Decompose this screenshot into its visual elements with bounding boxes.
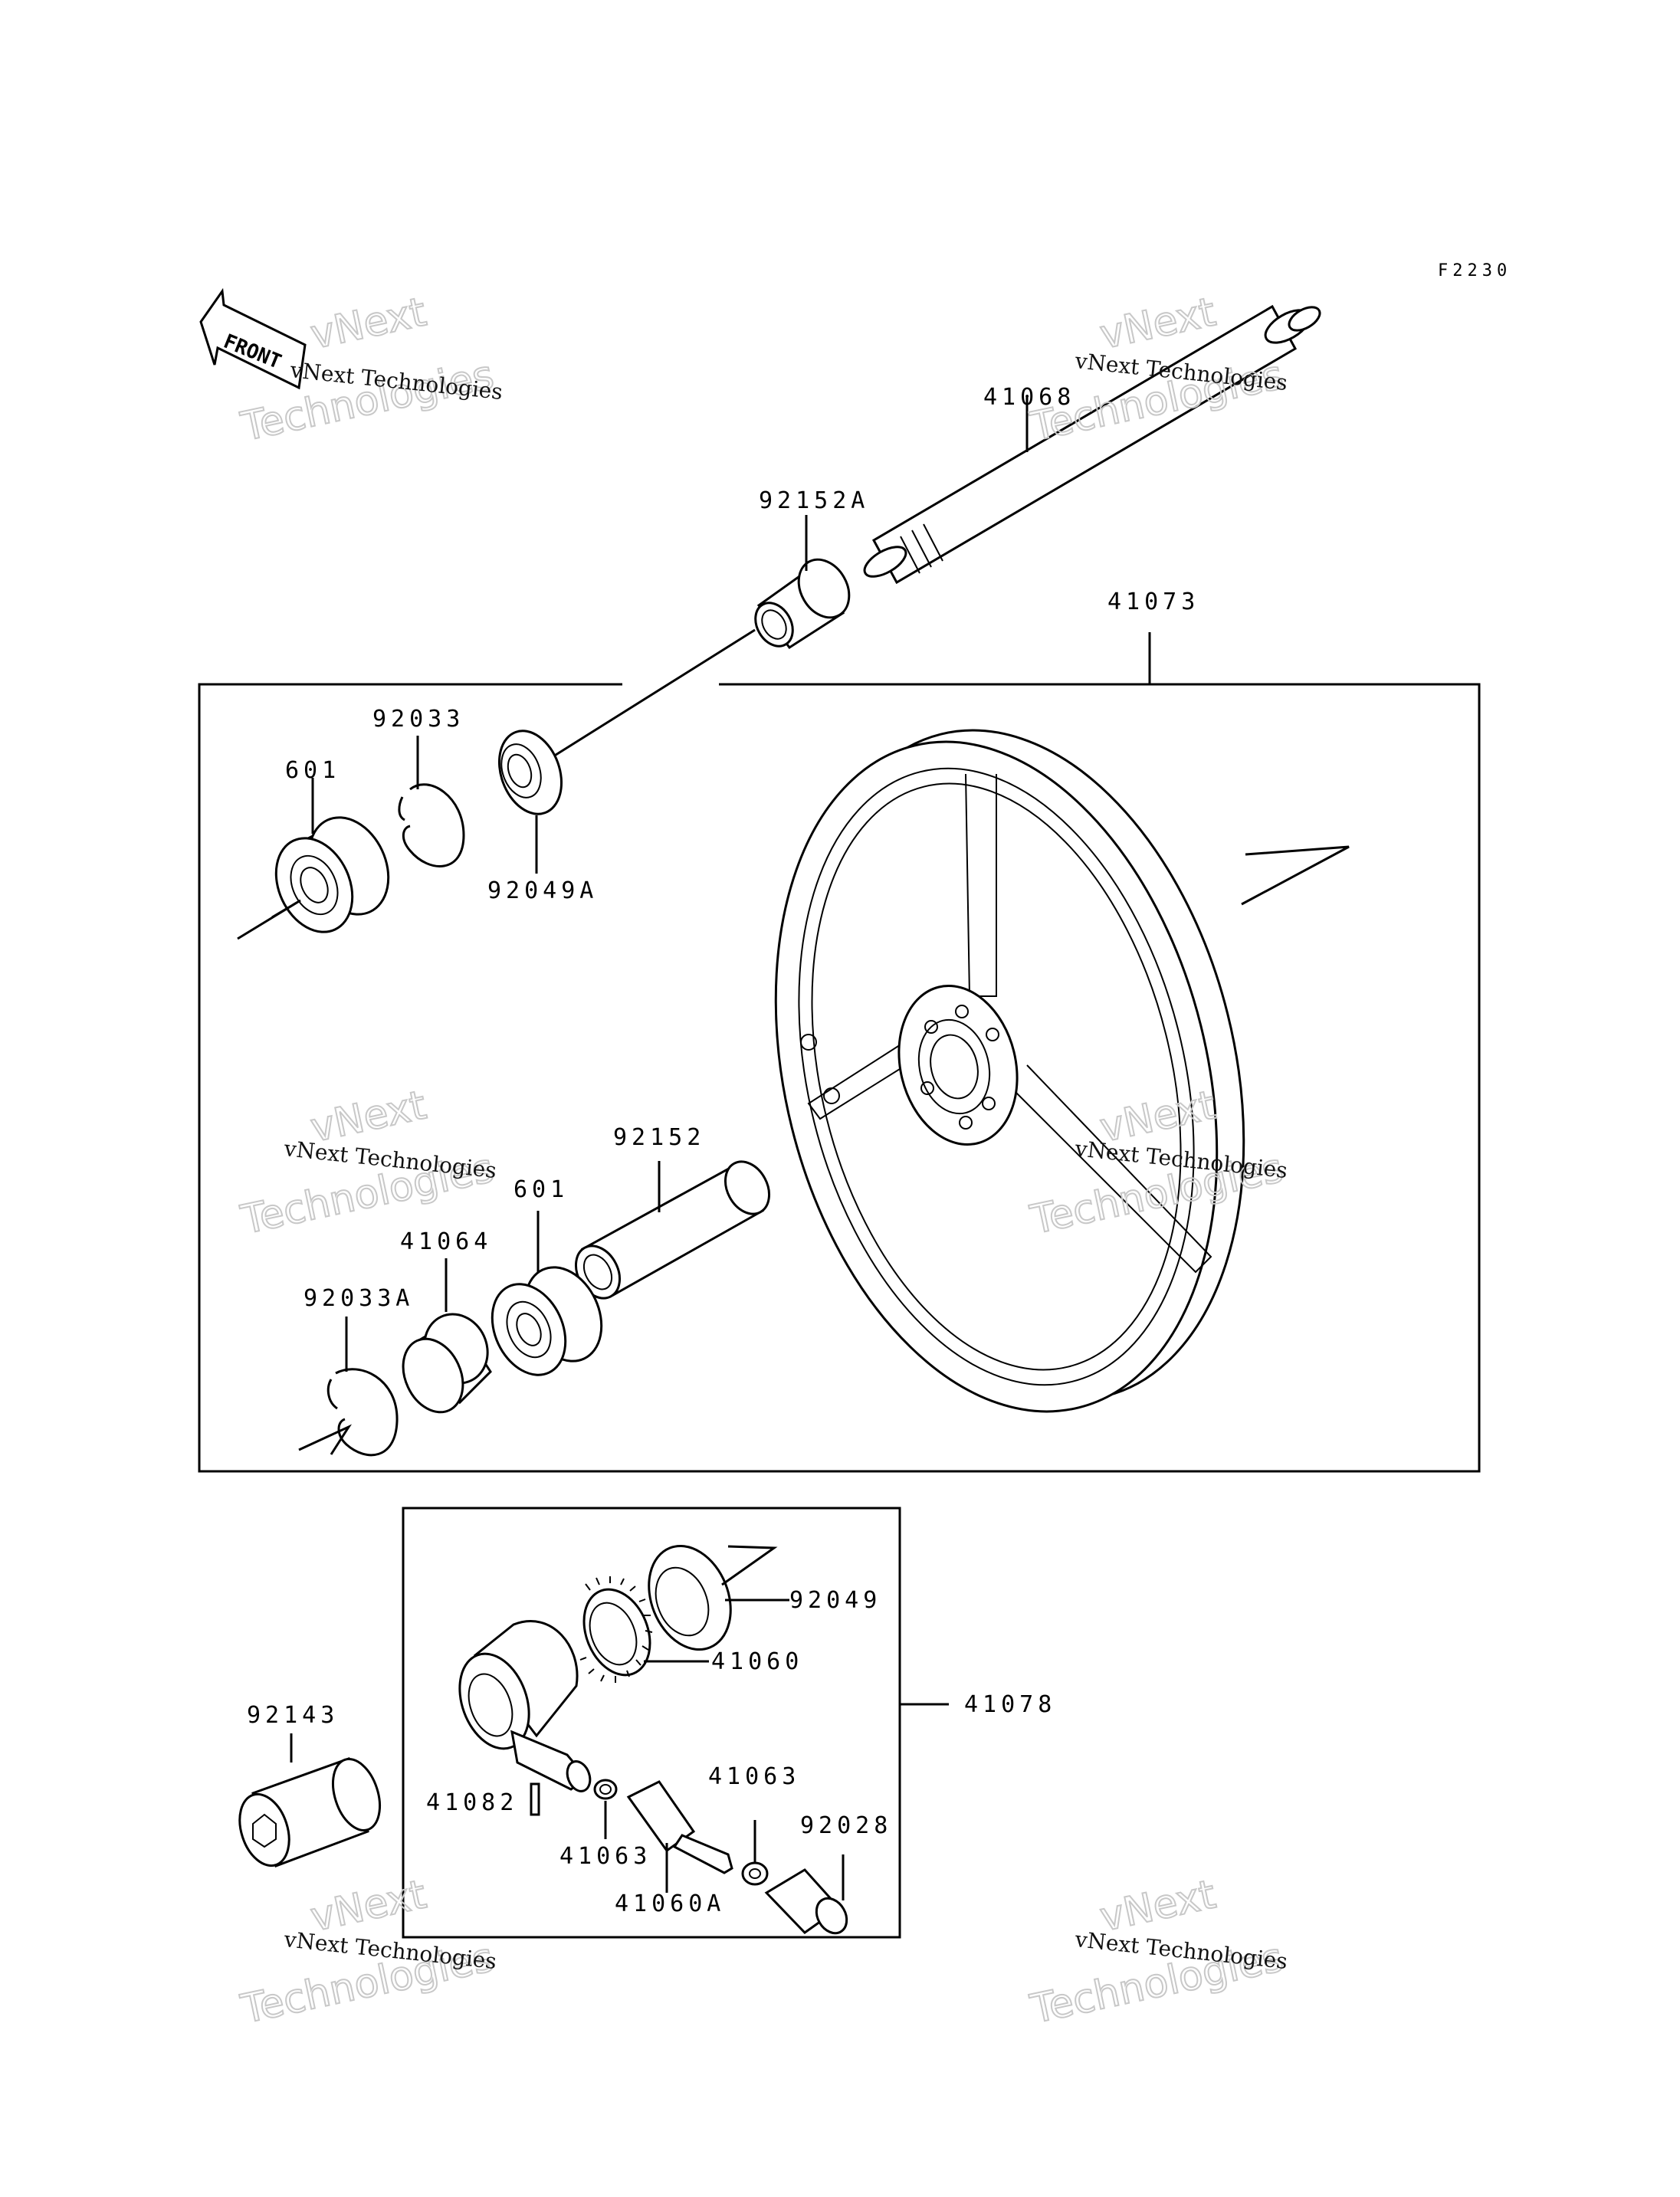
washer-41063-right [741,1820,769,1886]
gear-housing [458,1619,592,1792]
bearing-601-bottom [491,1211,603,1376]
label-92049A: 92049A [487,877,598,904]
label-92152A: 92152A [759,487,869,514]
label-601-top: 601 [285,757,340,784]
wheel-assembly-frame [198,632,1481,1473]
collar-41064 [402,1258,492,1414]
label-41060A: 41060A [615,1890,725,1917]
gearbox-assembly-frame [402,1507,949,1939]
front-wheel [774,729,1350,1413]
circlip-92033 [398,736,465,867]
pinion-41060A [626,1780,733,1893]
bearing-601-top [237,778,390,940]
label-41060: 41060 [711,1648,803,1675]
label-92143: 92143 [247,1702,339,1729]
axle [863,304,1321,585]
label-92049: 92049 [789,1587,881,1614]
circlip-92033A [298,1317,399,1457]
svg-text:vNext: vNext [307,289,430,358]
watermark-bottom-left: vNext Technologies vNext Technologies [236,1871,498,2033]
diagram-code: F2230 [1438,261,1511,280]
washer-41063-left [593,1779,618,1839]
label-41082: 41082 [426,1789,518,1816]
seal-92049 [648,1544,789,1651]
label-92152: 92152 [613,1124,705,1151]
label-41068: 41068 [983,384,1075,411]
label-41064: 41064 [400,1228,492,1255]
label-601-bottom: 601 [514,1176,569,1203]
collar-92152 [574,1160,771,1300]
gear-41060 [579,1576,709,1683]
watermark-middle-left: vNext Technologies vNext Technologies [236,1081,498,1244]
label-92033: 92033 [372,706,464,733]
assembly-line [553,628,756,758]
label-41063-left: 41063 [559,1843,651,1870]
front-arrow-icon: FRONT [199,287,307,390]
seal-92049A [497,730,563,874]
label-41063-right: 41063 [708,1763,800,1790]
pin-41082 [530,1782,540,1816]
watermark-bottom-right: vNext Technologies vNext Technologies [1025,1871,1288,2033]
label-41078: 41078 [964,1691,1056,1718]
label-41073: 41073 [1107,589,1199,615]
collar-92152A [754,515,851,650]
spacer-92143 [238,1733,381,1867]
bushing-92028 [764,1854,848,1935]
label-92028: 92028 [800,1812,892,1839]
label-92033A: 92033A [304,1285,414,1312]
